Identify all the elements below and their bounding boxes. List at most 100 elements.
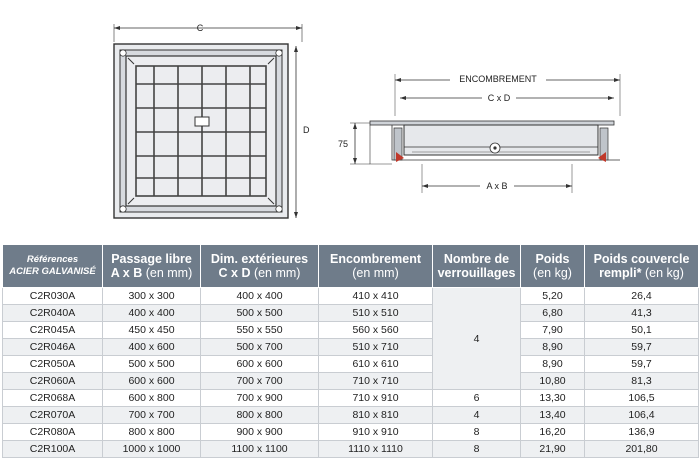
cell-poids: 21,90	[520, 440, 585, 458]
header-pc-line1: Poids couvercle	[593, 252, 690, 266]
cell-poids: 10,80	[520, 372, 585, 390]
cell-dim: 500 x 700	[200, 338, 319, 356]
cell-poids: 5,20	[520, 287, 585, 305]
cell-passage: 400 x 400	[102, 304, 201, 322]
col-header-verrouillages: Nombre de verrouillages	[432, 244, 521, 288]
cell-encombrement: 710 x 910	[318, 389, 433, 407]
cell-ref: C2R040A	[2, 304, 103, 322]
cell-ref: C2R068A	[2, 389, 103, 407]
section-view-drawing: ENCOMBREMENT C x D 75 A x B	[338, 72, 621, 193]
cell-passage: 600 x 800	[102, 389, 201, 407]
header-pc-unit: (en kg)	[641, 266, 684, 280]
table-header-row: Références ACIER GALVANISÉ Passage libre…	[2, 244, 699, 288]
plan-view-drawing: C D	[113, 23, 310, 219]
table-row: C2R070A 700 x 700 800 x 800 810 x 810 4 …	[2, 406, 699, 424]
header-enc-unit: (en mm)	[352, 266, 399, 280]
cell-poids: 8,90	[520, 338, 585, 356]
header-ref-line2: ACIER GALVANISÉ	[9, 266, 96, 277]
header-passage-line2: A x B	[110, 266, 143, 280]
cell-poids-couvercle: 201,80	[584, 440, 699, 458]
cell-dim: 800 x 800	[200, 406, 319, 424]
section-label-cxd: C x D	[488, 93, 511, 103]
section-label-encombrement: ENCOMBREMENT	[459, 74, 537, 84]
cell-poids-couvercle: 81,3	[584, 372, 699, 390]
col-header-references: Références ACIER GALVANISÉ	[2, 244, 103, 288]
col-header-dim-exterieures: Dim. extérieures C x D (en mm)	[200, 244, 319, 288]
col-header-passage-libre: Passage libre A x B (en mm)	[102, 244, 201, 288]
cell-ref: C2R070A	[2, 406, 103, 424]
cell-dim: 1100 x 1100	[200, 440, 319, 458]
section-label-height: 75	[338, 139, 348, 149]
cell-dim: 500 x 500	[200, 304, 319, 322]
table-row: C2R045A 450 x 450 550 x 550 560 x 560 7,…	[2, 321, 699, 339]
cell-dim: 600 x 600	[200, 355, 319, 373]
cell-encombrement: 710 x 710	[318, 372, 433, 390]
cell-encombrement: 1110 x 1110	[318, 440, 433, 458]
cell-ref: C2R100A	[2, 440, 103, 458]
cell-ref: C2R045A	[2, 321, 103, 339]
cell-poids: 16,20	[520, 423, 585, 441]
cell-passage: 500 x 500	[102, 355, 201, 373]
cell-verrouillages: 8	[432, 440, 521, 458]
cell-poids-couvercle: 59,7	[584, 355, 699, 373]
table-row: C2R068A 600 x 800 700 x 900 710 x 910 6 …	[2, 389, 699, 407]
cell-encombrement: 810 x 810	[318, 406, 433, 424]
cell-passage: 700 x 700	[102, 406, 201, 424]
header-dim-line2: C x D	[218, 266, 251, 280]
cell-poids-couvercle: 106,4	[584, 406, 699, 424]
cell-passage: 450 x 450	[102, 321, 201, 339]
table-row: C2R100A 1000 x 1000 1100 x 1100 1110 x 1…	[2, 440, 699, 458]
cell-passage: 300 x 300	[102, 287, 201, 305]
cell-passage: 600 x 600	[102, 372, 201, 390]
header-dim-unit: (en mm)	[250, 266, 301, 280]
cell-encombrement: 510 x 710	[318, 338, 433, 356]
cell-poids: 13,30	[520, 389, 585, 407]
plan-label-d: D	[303, 125, 310, 135]
cell-poids-couvercle: 59,7	[584, 338, 699, 356]
header-ref-line1: Références	[26, 254, 79, 265]
table-row: C2R030A 300 x 300 400 x 400 410 x 410 4 …	[2, 287, 699, 390]
cell-dim: 400 x 400	[200, 287, 319, 305]
cell-encombrement: 410 x 410	[318, 287, 433, 305]
cell-encombrement: 560 x 560	[318, 321, 433, 339]
table-row: C2R060A 600 x 600 700 x 700 710 x 710 10…	[2, 372, 699, 390]
cell-poids-couvercle: 106,5	[584, 389, 699, 407]
cell-poids: 13,40	[520, 406, 585, 424]
cell-verrouillages: 8	[432, 423, 521, 441]
section-label-axb: A x B	[486, 181, 507, 191]
header-enc-line1: Encombrement	[330, 252, 421, 266]
cell-poids-couvercle: 136,9	[584, 423, 699, 441]
cell-ref: C2R046A	[2, 338, 103, 356]
cell-verrouillages: 6	[432, 389, 521, 407]
cell-dim: 900 x 900	[200, 423, 319, 441]
cell-encombrement: 610 x 610	[318, 355, 433, 373]
cell-dim: 700 x 900	[200, 389, 319, 407]
cell-passage: 400 x 600	[102, 338, 201, 356]
header-poids-unit: (en kg)	[533, 266, 572, 280]
cell-poids: 7,90	[520, 321, 585, 339]
col-header-poids: Poids (en kg)	[520, 244, 585, 288]
cell-dim: 550 x 550	[200, 321, 319, 339]
cell-dim: 700 x 700	[200, 372, 319, 390]
col-header-encombrement: Encombrement (en mm)	[318, 244, 433, 288]
cell-passage: 800 x 800	[102, 423, 201, 441]
header-passage-unit: (en mm)	[142, 266, 193, 280]
table-row: C2R050A 500 x 500 600 x 600 610 x 610 8,…	[2, 355, 699, 373]
spec-table: Références ACIER GALVANISÉ Passage libre…	[2, 244, 699, 458]
col-header-poids-couvercle: Poids couvercle rempli* (en kg)	[584, 244, 699, 288]
table-row: C2R046A 400 x 600 500 x 700 510 x 710 8,…	[2, 338, 699, 356]
cell-poids-couvercle: 26,4	[584, 287, 699, 305]
cell-verrouillages: 4	[432, 406, 521, 424]
cell-ref: C2R050A	[2, 355, 103, 373]
header-passage-line1: Passage libre	[111, 252, 192, 266]
cell-verrouillages: 4	[432, 287, 521, 390]
cell-ref: C2R080A	[2, 423, 103, 441]
cell-encombrement: 510 x 510	[318, 304, 433, 322]
table-row: C2R040A 400 x 400 500 x 500 510 x 510 6,…	[2, 304, 699, 322]
table-row: C2R080A 800 x 800 900 x 900 910 x 910 8 …	[2, 423, 699, 441]
cell-ref: C2R030A	[2, 287, 103, 305]
cell-poids: 8,90	[520, 355, 585, 373]
cell-passage: 1000 x 1000	[102, 440, 201, 458]
header-dim-line1: Dim. extérieures	[210, 252, 309, 266]
plan-label-c: C	[197, 23, 204, 33]
